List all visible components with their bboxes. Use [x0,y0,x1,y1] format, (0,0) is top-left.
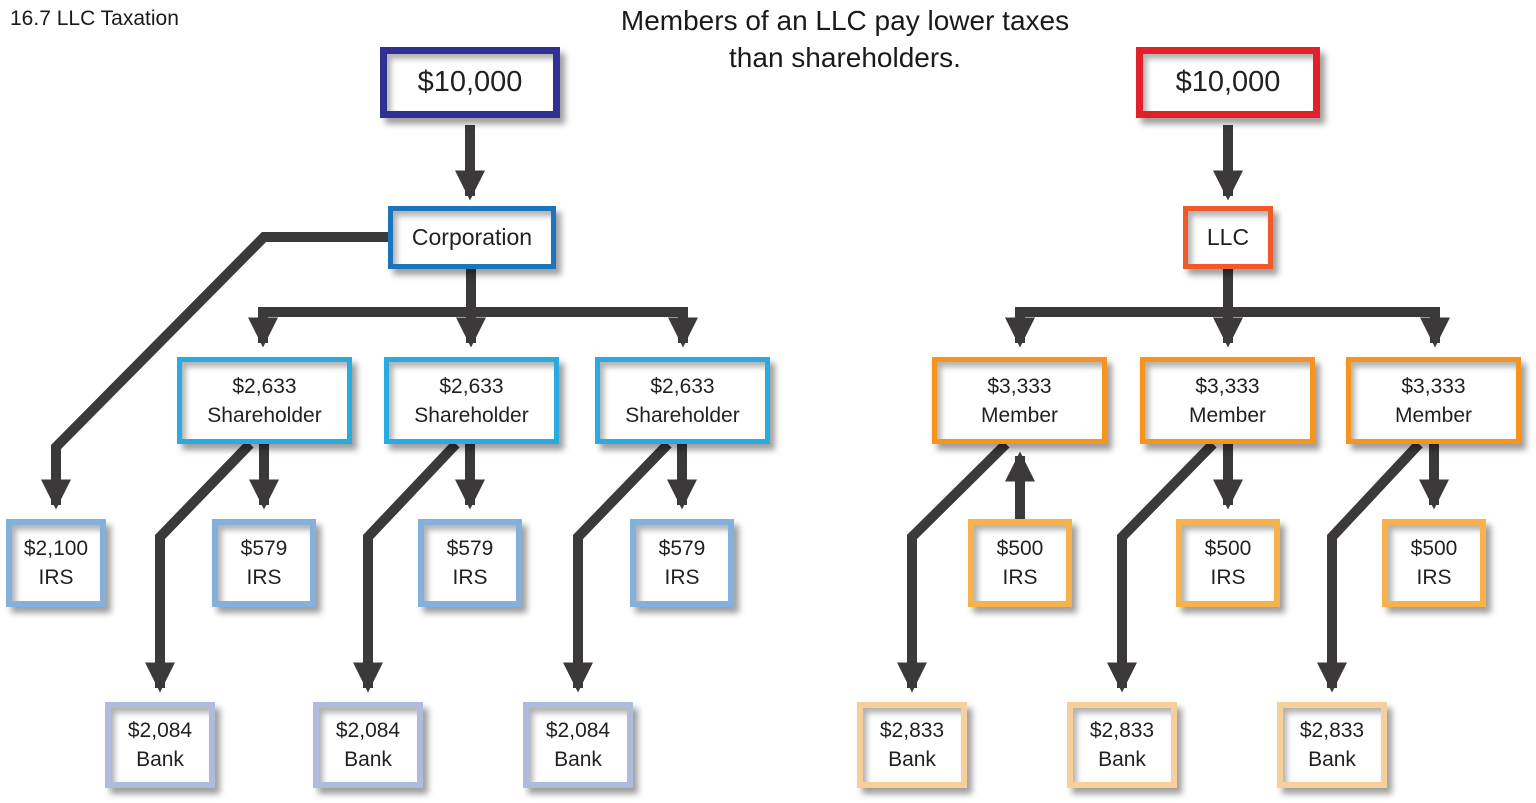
llc-money-value: $10,000 [1175,66,1281,98]
shareholder-irs-2-label: IRS [452,566,488,589]
member-1-label: Member [980,403,1059,427]
arrow-member1-to-bank [897,440,1010,693]
shareholder-2-label: Shareholder [414,403,529,427]
member-bank-box-3: $2,833 Bank [1277,702,1387,788]
member-bank-3-amount: $2,833 [1299,719,1365,742]
shareholder-bank-1-amount: $2,084 [127,719,193,742]
shareholder-irs-box-3: $579 IRS [630,519,734,607]
shareholder-irs-2-amount: $579 [446,537,494,560]
member-2-label: Member [1188,403,1267,427]
corporation-box: Corporation [388,206,556,269]
shareholder-bank-box-1: $2,084 Bank [105,702,215,788]
member-bank-1-label: Bank [888,748,936,771]
corporation-label: Corporation [411,224,533,250]
member-irs-2-label: IRS [1210,566,1246,589]
shareholder-irs-1-amount: $579 [240,537,288,560]
member-bank-1-amount: $2,833 [879,719,945,742]
member-bank-3-label: Bank [1308,748,1356,771]
arrow-shareholder3-to-bank [563,440,672,693]
shareholder-3-label: Shareholder [625,403,740,427]
member-box-3: $3,333 Member [1346,357,1521,444]
member-irs-box-2: $500 IRS [1176,519,1280,607]
shareholder-bank-2-label: Bank [344,748,392,771]
shareholder-irs-box-2: $579 IRS [418,519,522,607]
member-box-2: $3,333 Member [1140,357,1315,444]
member-irs-box-3: $500 IRS [1382,519,1486,607]
shareholder-1-label: Shareholder [207,403,322,427]
shareholder-bank-3-amount: $2,084 [545,719,611,742]
member-irs-3-label: IRS [1416,566,1452,589]
arrow-member3-to-bank [1317,440,1423,693]
shareholder-bank-box-2: $2,084 Bank [313,702,423,788]
member-irs-1-label: IRS [1002,566,1038,589]
member-1-amount: $3,333 [987,374,1052,398]
shareholder-irs-box-1: $579 IRS [212,519,316,607]
shareholder-box-3: $2,633 Shareholder [595,357,770,444]
shareholder-irs-3-amount: $579 [658,537,706,560]
arrow-corporation-to-irs [41,232,388,510]
llc-box: LLC [1183,206,1273,269]
shareholder-bank-box-3: $2,084 Bank [523,702,633,788]
corporate-tax-label: IRS [38,566,74,589]
shareholder-bank-3-label: Bank [554,748,602,771]
figure-number-label: 16.7 LLC Taxation [10,7,179,30]
corporation-money-box: $10,000 [380,47,560,118]
member-3-label: Member [1394,403,1473,427]
member-bank-box-1: $2,833 Bank [857,702,967,788]
member-2-amount: $3,333 [1195,374,1260,398]
shareholder-3-amount: $2,633 [650,374,715,398]
llc-money-box: $10,000 [1136,47,1320,118]
member-irs-box-1: $500 IRS [968,519,1072,607]
member-bank-2-label: Bank [1098,748,1146,771]
shareholder-irs-3-label: IRS [664,566,700,589]
arrow-shareholder1-to-bank [145,440,254,693]
corporate-tax-irs-box: $2,100 IRS [6,519,106,607]
shareholder-bank-1-label: Bank [136,748,184,771]
member-irs-1-amount: $500 [996,537,1044,560]
member-irs-3-amount: $500 [1410,537,1458,560]
llc-label: LLC [1206,224,1250,250]
shareholder-1-amount: $2,633 [232,374,297,398]
member-bank-box-2: $2,833 Bank [1067,702,1177,788]
member-irs-2-amount: $500 [1204,537,1252,560]
member-3-amount: $3,333 [1401,374,1466,398]
shareholder-box-1: $2,633 Shareholder [177,357,352,444]
shareholder-2-amount: $2,633 [439,374,504,398]
shareholder-bank-2-amount: $2,084 [335,719,401,742]
shareholder-irs-1-label: IRS [246,566,282,589]
arrow-shareholder2-to-bank [353,440,460,693]
shareholder-box-2: $2,633 Shareholder [384,357,559,444]
member-bank-2-amount: $2,833 [1089,719,1155,742]
arrow-member2-to-bank [1107,440,1217,693]
corporation-money-value: $10,000 [417,66,523,98]
diagram-heading: Members of an LLC pay lower taxes than s… [620,5,1070,73]
member-box-1: $3,333 Member [932,357,1107,444]
corporate-tax-amount: $2,100 [23,537,89,560]
